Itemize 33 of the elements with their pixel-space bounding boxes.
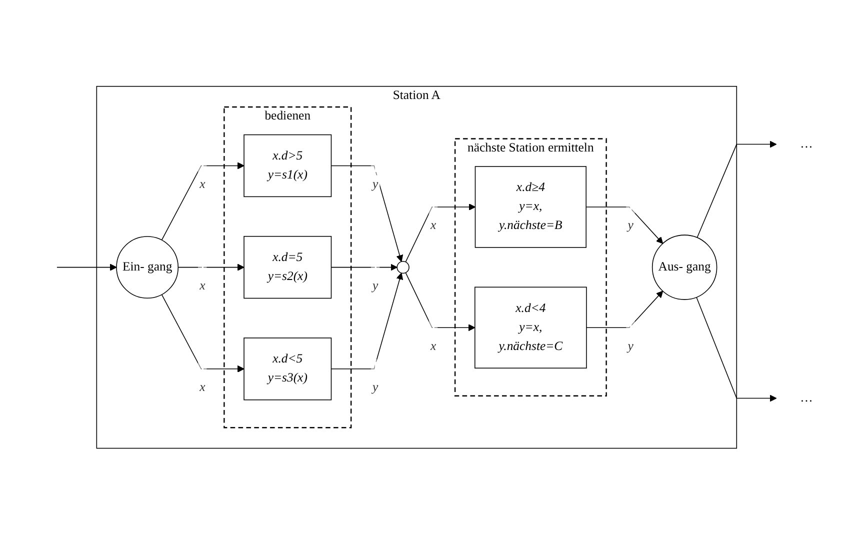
node-text: … [800, 391, 812, 405]
node-circle: Ein- gang [116, 236, 178, 299]
node-box: x.d=5 y=s2(x) [243, 236, 332, 299]
arrow [177, 264, 244, 271]
arrow [404, 204, 476, 263]
node-box: x.d≥4 y=x, y.nächste=B [474, 166, 586, 248]
node-circle [396, 261, 409, 274]
node-box: x.d>5 y=s1(x) [243, 134, 332, 198]
edge-label: x [199, 279, 205, 293]
arrow [160, 162, 244, 241]
edge-label: x [430, 219, 436, 233]
node-box: x.d<5 y=s3(x) [243, 338, 332, 400]
arrow [585, 206, 663, 244]
arrow [160, 294, 244, 373]
arrow [586, 290, 663, 328]
node-text: … [800, 137, 812, 151]
edge-label: x [199, 381, 205, 394]
edge-label: x [430, 340, 436, 354]
edge-label: y [627, 340, 633, 354]
arrow [56, 264, 116, 271]
edge-label: y [627, 219, 633, 233]
edge-label: y [372, 178, 378, 192]
edge-label: y [372, 381, 378, 394]
arrow [404, 272, 475, 332]
arrow [696, 140, 776, 238]
arrow [330, 272, 403, 370]
arrow [330, 166, 403, 262]
edge-label: y [372, 279, 378, 293]
node-box: x.d<4 y=x, y.nächste=C [474, 286, 586, 369]
arrow [330, 264, 397, 271]
arrow [696, 297, 776, 402]
edge-label: x [199, 178, 205, 192]
node-circle: Aus- gang [651, 234, 717, 300]
